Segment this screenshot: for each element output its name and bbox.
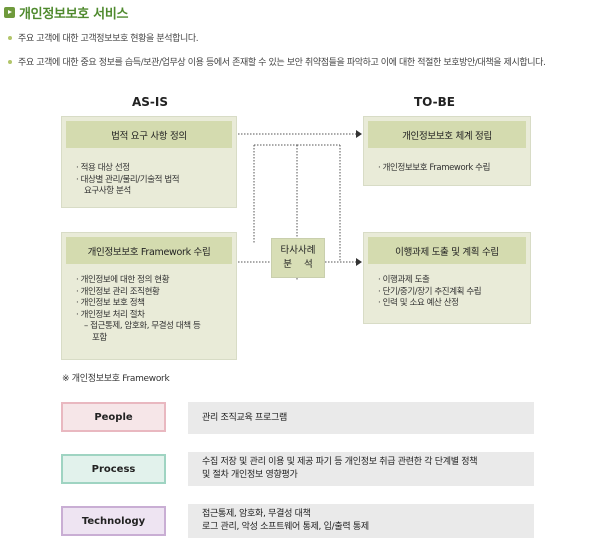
box-item: · 개인정보 보호 정책 [76, 298, 145, 308]
desc-line: 로그 관리, 악성 소프트웨어 통제, 입/출력 통제 [202, 522, 369, 532]
process-description: 수집 저장 및 관리 이용 및 제공 파기 등 개인정보 취급 관련한 각 단계… [188, 452, 534, 486]
center-line-2: 분 석 [283, 259, 313, 270]
intro-bullet-1: 주요 고객에 대한 고객정보보호 현황을 분석합니다. [8, 31, 199, 44]
desc-line: 접근통제, 암호화, 무결성 대책 [202, 509, 311, 519]
desc-line: 수집 저장 및 관리 이용 및 제공 파기 등 개인정보 취급 관련한 각 단계… [202, 457, 478, 467]
section-header: 개인정보보호 서비스 [4, 3, 128, 22]
box-item: · 인력 및 소요 예산 산정 [378, 298, 459, 308]
bullet-dot-icon [8, 35, 12, 40]
as-is-framework-box: 개인정보보호 Framework 수립 · 개인정보에 대한 정의 현황 · 개… [61, 232, 237, 360]
intro-bullet-text: 주요 고객에 대한 중요 정보를 습득/보관/업무상 이용 등에서 존재할 수 … [18, 58, 546, 68]
to-be-label: TO-BE [414, 95, 455, 109]
desc-line: 및 절차 개인정보 영향평가 [202, 470, 298, 480]
as-is-label: AS-IS [132, 95, 169, 109]
box-body: · 적용 대상 선정 · 대상별 관리/물리/기술적 법적 요구사항 분석 [76, 163, 230, 198]
box-item: · 적용 대상 선정 [76, 163, 130, 173]
page-title: 개인정보보호 서비스 [19, 7, 129, 22]
desc-line: 관리 조직교육 프로그램 [202, 412, 287, 423]
box-body: · 개인정보에 대한 정의 현황 · 개인정보 관리 조직현황 · 개인정보 보… [76, 275, 230, 344]
box-item: · 이행과제 도출 [378, 275, 430, 285]
box-item: · 개인정보 관리 조직현황 [76, 286, 160, 297]
box-item: · 개인정보보호 Framework 수립 [378, 163, 491, 173]
box-item: 포함 [92, 332, 107, 343]
box-item: · 개인정보 처리 절차 [76, 309, 145, 320]
box-item: · 대상별 관리/물리/기술적 법적 [76, 174, 180, 185]
box-title: 개인정보보호 체계 정립 [368, 121, 526, 148]
people-description: 관리 조직교육 프로그램 [188, 402, 534, 434]
technology-label: Technology [61, 506, 166, 536]
box-item: · 개인정보에 대한 정의 현황 [76, 275, 170, 285]
as-is-legal-requirements-box: 법적 요구 사항 정의 · 적용 대상 선정 · 대상별 관리/물리/기술적 법… [61, 116, 237, 208]
benchmark-analysis-box: 타사사례 분 석 [271, 238, 325, 278]
center-line-1: 타사사례 [280, 245, 316, 256]
box-item: 요구사항 분석 [84, 186, 131, 196]
intro-bullet-2: 주요 고객에 대한 중요 정보를 습득/보관/업무상 이용 등에서 존재할 수 … [8, 55, 546, 68]
box-item: – 접근통제, 암호화, 무결성 대책 등 [84, 321, 201, 331]
box-item: · 단기/중기/장기 추진계획 수립 [378, 286, 482, 297]
box-title: 법적 요구 사항 정의 [66, 121, 232, 148]
bullet-dot-icon [8, 59, 12, 64]
to-be-plan-box: 이행과제 도출 및 계획 수립 · 이행과제 도출 · 단기/중기/장기 추진계… [363, 232, 531, 324]
box-body: · 이행과제 도출 · 단기/중기/장기 추진계획 수립 · 인력 및 소요 예… [378, 275, 524, 310]
process-label: Process [61, 454, 166, 484]
intro-bullet-text: 주요 고객에 대한 고객정보보호 현황을 분석합니다. [18, 34, 199, 44]
box-title: 이행과제 도출 및 계획 수립 [368, 237, 526, 264]
arrow-right-icon [4, 7, 15, 18]
framework-note: ※ 개인정보보호 Framework [62, 374, 170, 384]
to-be-system-box: 개인정보보호 체계 정립 · 개인정보보호 Framework 수립 [363, 116, 531, 186]
people-label: People [61, 402, 166, 432]
technology-description: 접근통제, 암호화, 무결성 대책 로그 관리, 악성 소프트웨어 통제, 입/… [188, 504, 534, 538]
box-title: 개인정보보호 Framework 수립 [66, 237, 232, 264]
box-body: · 개인정보보호 Framework 수립 [378, 163, 524, 175]
